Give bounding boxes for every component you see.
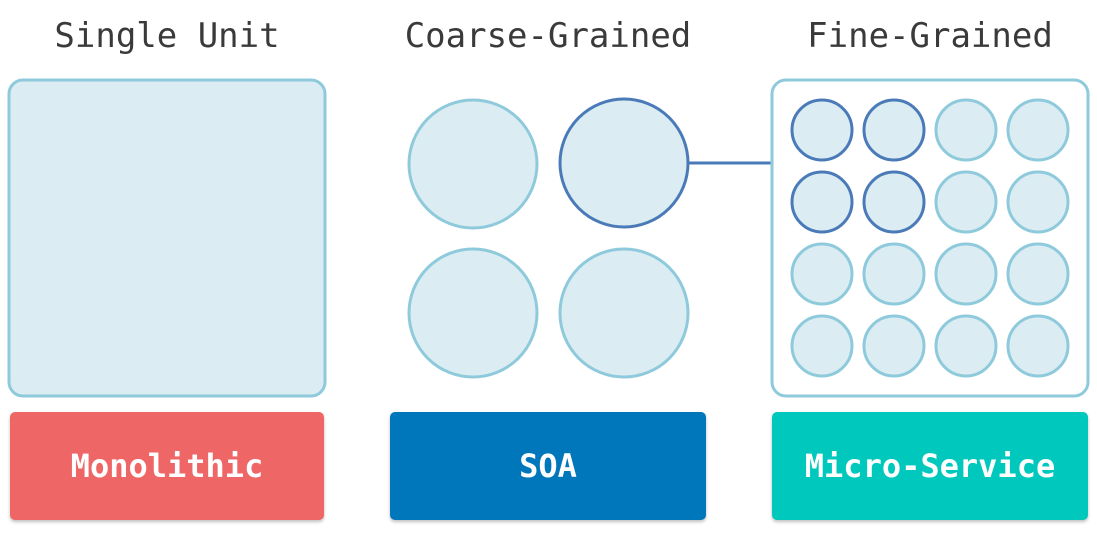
microservice-grid: [790, 98, 1070, 378]
microservice-circle-highlighted: [862, 170, 926, 234]
monolith-block: [7, 78, 327, 398]
microservice-circle: [934, 98, 998, 162]
microservice-circle: [1006, 242, 1070, 306]
soa-label: SOA: [390, 412, 706, 520]
heading-fine-grained: Fine-Grained: [807, 16, 1053, 56]
microservice-circle: [934, 242, 998, 306]
microservice-circle: [934, 170, 998, 234]
microservice-container: [770, 78, 1090, 398]
microservice-circle: [1006, 170, 1070, 234]
microservice-circle-highlighted: [862, 98, 926, 162]
microservice-circle-highlighted: [790, 170, 854, 234]
microservice-circle: [1006, 98, 1070, 162]
soa-service-circle: [407, 247, 539, 379]
microservice-circle: [862, 314, 926, 378]
microservice-circle-highlighted: [790, 98, 854, 162]
soa-service-circle-highlighted: [558, 97, 690, 229]
soa-service-circle: [407, 98, 539, 230]
microservice-label: Micro-Service: [772, 412, 1088, 520]
heading-coarse-grained: Coarse-Grained: [404, 16, 692, 56]
microservice-circle: [934, 314, 998, 378]
microservice-circle: [790, 242, 854, 306]
soa-service-circle: [558, 247, 690, 379]
monolithic-label: Monolithic: [10, 412, 324, 520]
soa-services: [407, 97, 690, 379]
heading-single-unit: Single Unit: [54, 16, 280, 56]
microservice-circle: [1006, 314, 1070, 378]
microservice-circle: [862, 242, 926, 306]
microservice-circle: [790, 314, 854, 378]
